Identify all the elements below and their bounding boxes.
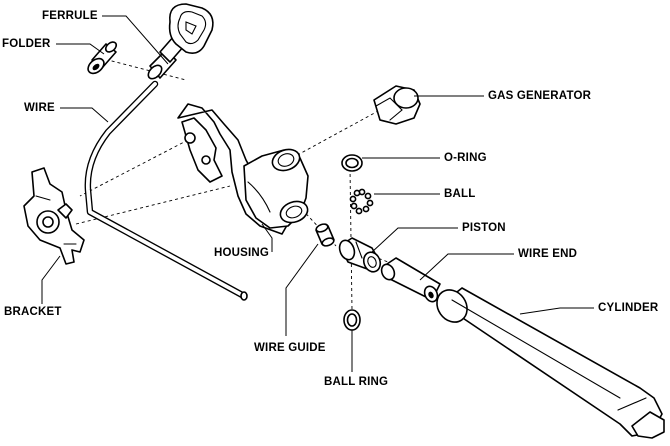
ferrule-part <box>147 3 214 80</box>
label-ferrule: FERRULE <box>42 10 98 22</box>
label-cylinder: CYLINDER <box>598 302 659 314</box>
label-ball-ring: BALL RING <box>324 376 389 388</box>
label-piston: PISTON <box>462 222 506 234</box>
housing-part <box>177 103 309 235</box>
bracket-part <box>23 167 85 265</box>
label-o-ring: O-RING <box>444 152 487 164</box>
cylinder-part <box>436 287 665 439</box>
label-bracket: BRACKET <box>4 306 62 318</box>
label-folder: FOLDER <box>2 38 51 50</box>
label-ball: BALL <box>444 188 476 200</box>
label-wire-end: WIRE END <box>518 248 578 260</box>
label-gas-generator: GAS GENERATOR <box>488 90 592 102</box>
piston-part <box>338 237 382 273</box>
assembly-centre-lines <box>75 57 389 311</box>
wire-guide-part <box>315 223 335 247</box>
o-ring-part <box>341 154 363 172</box>
folder-part <box>87 41 118 75</box>
label-wire-guide: WIRE GUIDE <box>254 342 326 354</box>
label-housing: HOUSING <box>214 247 270 259</box>
leader-lines <box>41 15 594 372</box>
wire-end-part <box>380 257 441 303</box>
wire-part <box>84 80 248 301</box>
label-wire: WIRE <box>24 102 55 114</box>
ball-part <box>349 188 374 215</box>
gas-generator-part <box>373 85 421 125</box>
ball-ring-part <box>343 309 361 331</box>
